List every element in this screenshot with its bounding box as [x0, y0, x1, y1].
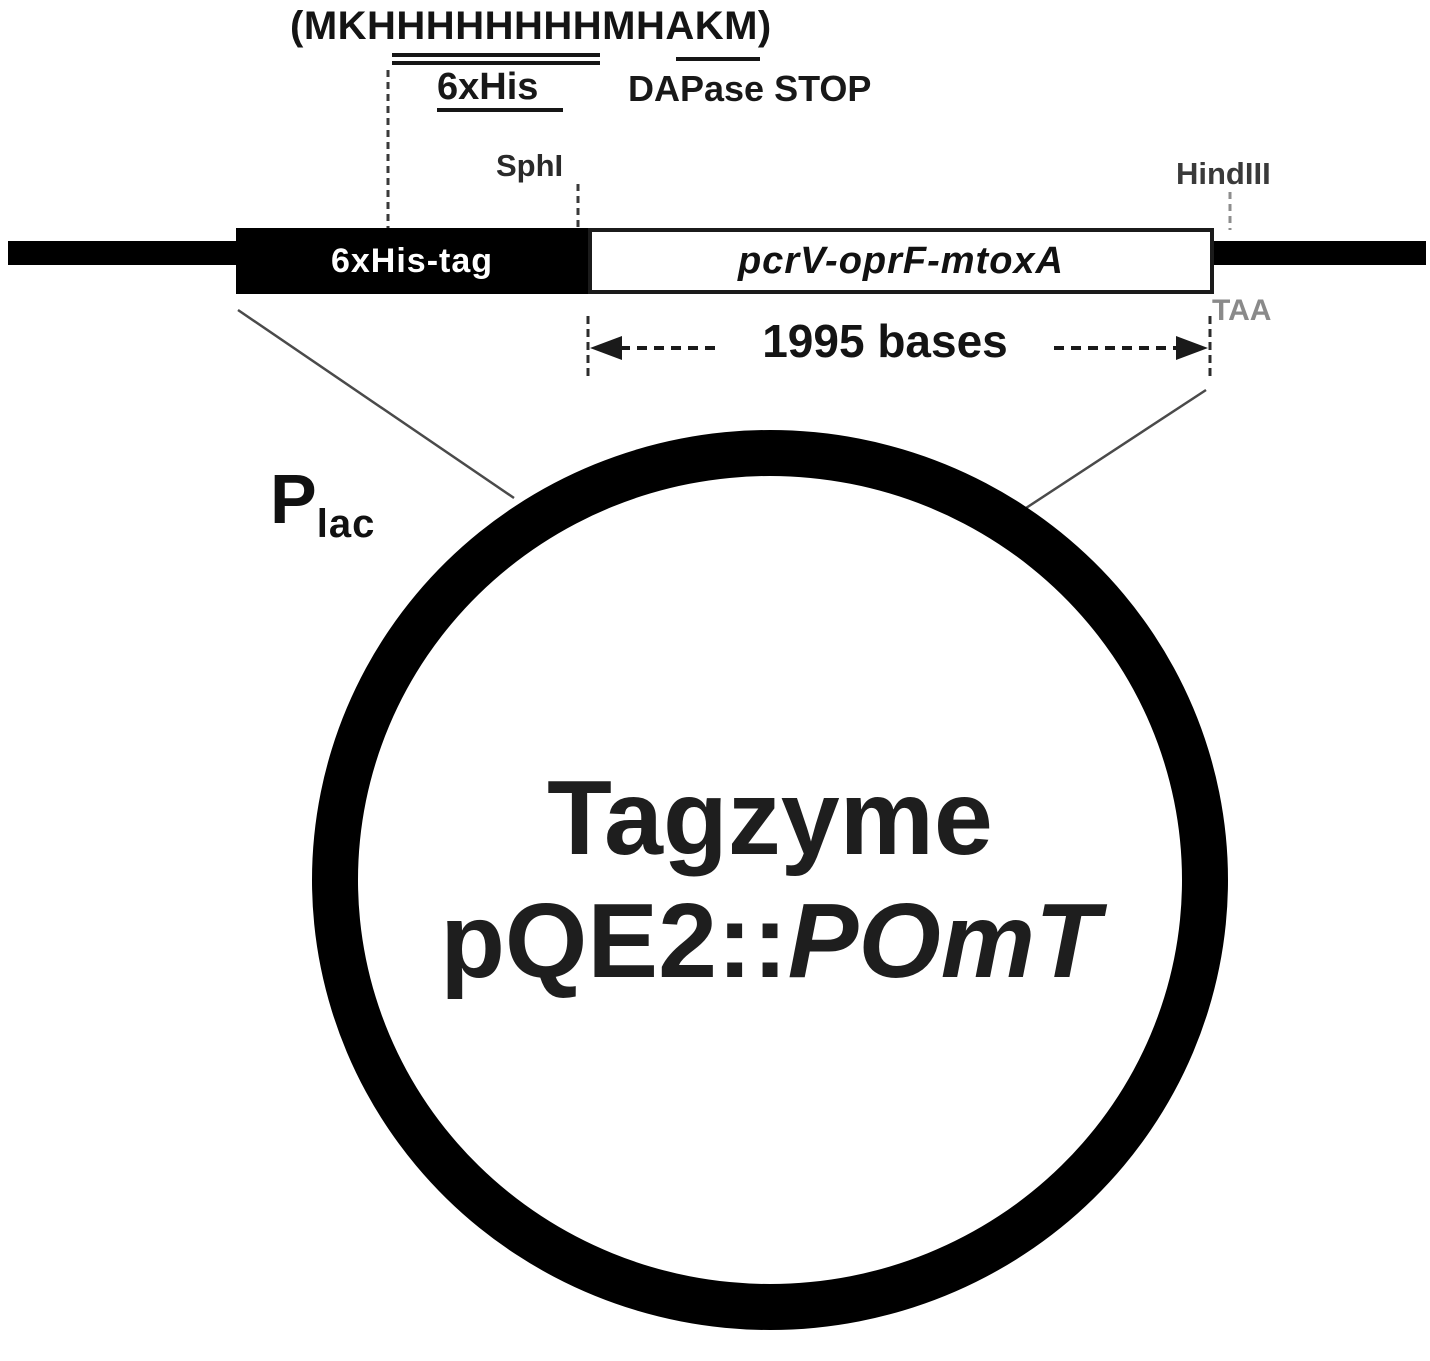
- plasmid-name-vector: pQE2::: [440, 882, 788, 1000]
- measure-arrowhead-right-icon: [1176, 336, 1208, 360]
- sphi-restriction-site-label: SphI: [496, 148, 564, 183]
- plasmid-name: Tagzyme pQE2::POmT: [312, 430, 1228, 1330]
- plasmid-name-line2: pQE2::POmT: [440, 883, 1100, 1000]
- insert-length-label: 1995 bases: [762, 315, 1008, 367]
- plasmid-name-insert: POmT: [787, 882, 1100, 1000]
- his-tag-box: 6xHis-tag: [236, 228, 588, 294]
- his-region-underline-top: [392, 53, 600, 57]
- insert-gene-box: pcrV-oprF-mtoxA: [588, 228, 1214, 294]
- lac-promoter-label: Plac: [270, 464, 375, 544]
- vector-backbone-bar-right: [1214, 241, 1426, 265]
- dapase-stop-annotation-label: DAPase STOP: [628, 68, 872, 109]
- his-label-underline: [437, 108, 563, 112]
- dapase-region-underline: [676, 57, 760, 61]
- stop-codon-label: TAA: [1212, 294, 1272, 327]
- hindiii-restriction-site-label: HindIII: [1176, 156, 1271, 191]
- promoter-symbol: P: [270, 460, 317, 538]
- vector-backbone-bar-left: [8, 241, 238, 265]
- plasmid-name-line1: Tagzyme: [547, 759, 993, 878]
- measure-arrowhead-left-icon: [590, 336, 622, 360]
- peptide-sequence-label: (MKHHHHHHHHMHAKM): [290, 4, 772, 48]
- his-tag-annotation-label: 6xHis: [437, 66, 539, 108]
- his-region-underline-bottom: [392, 61, 600, 65]
- promoter-subscript: lac: [316, 502, 376, 546]
